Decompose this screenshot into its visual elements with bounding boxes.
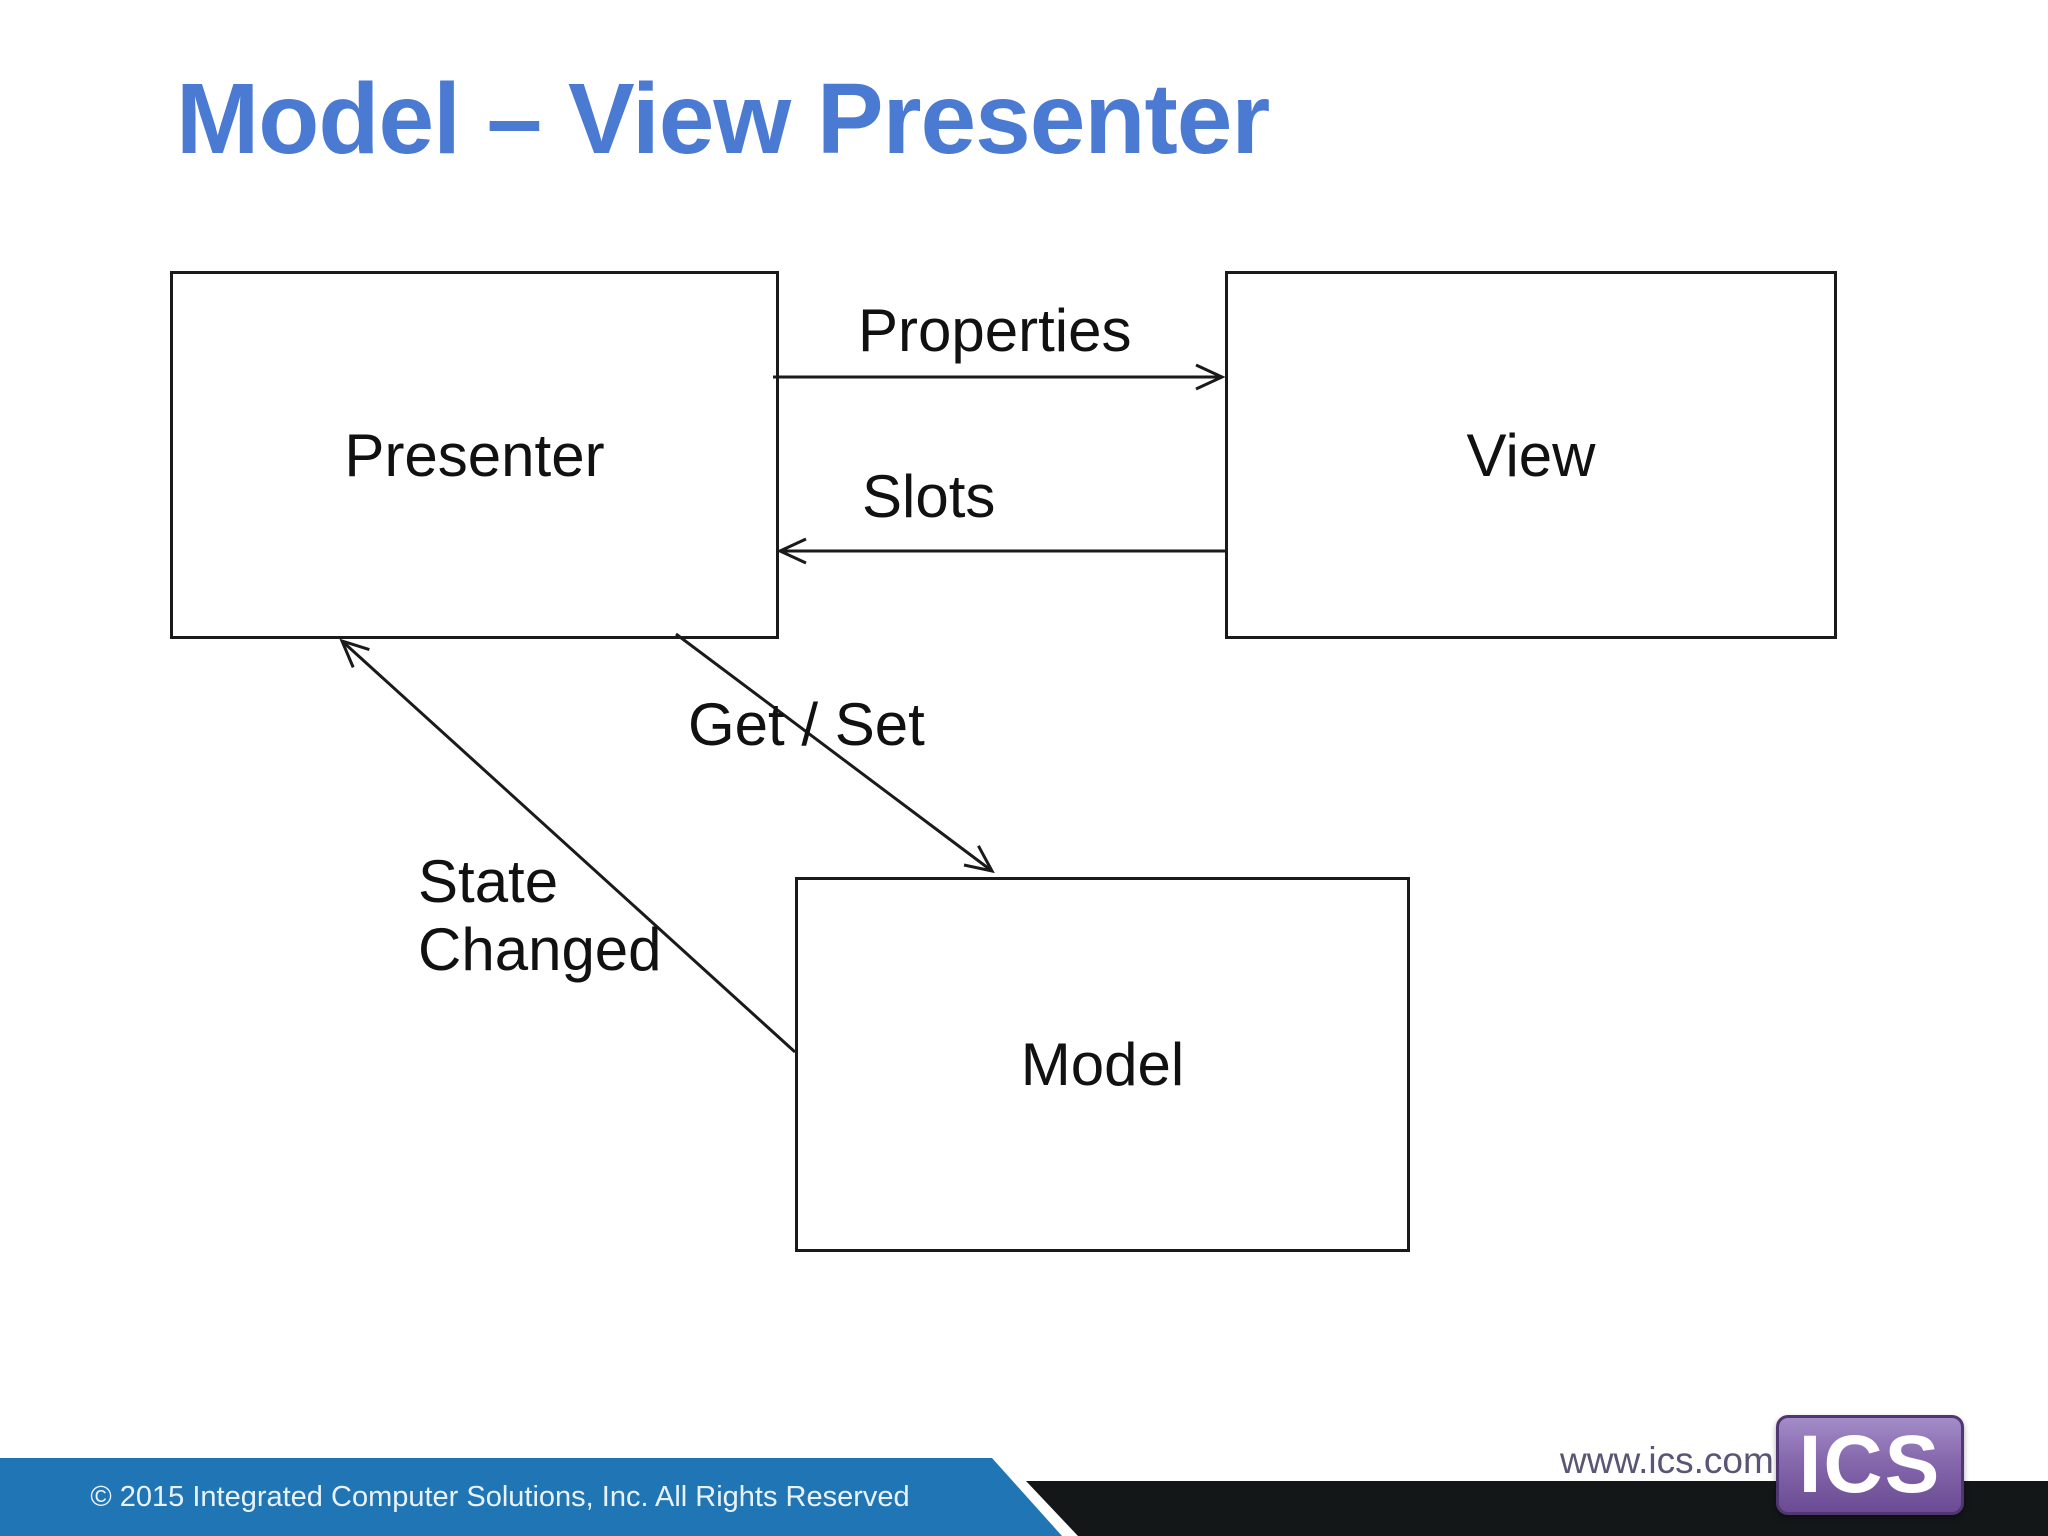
view-box: View [1225,271,1837,639]
state-changed-label: State Changed [418,848,662,983]
model-box-label: Model [1020,1031,1185,1098]
ics-logo-text: ICS [1798,1419,1942,1510]
view-box-label: View [1466,421,1596,489]
footer-copyright-bar: © 2015 Integrated Computer Solutions, In… [0,1458,1062,1536]
presenter-box-label: Presenter [344,421,605,489]
slide-title: Model – View Presenter [176,63,1270,175]
copyright-text: © 2015 Integrated Computer Solutions, In… [90,1480,910,1513]
get-set-label: Get / Set [688,691,925,758]
presenter-box: Presenter [170,271,779,639]
model-box: Model [795,877,1410,1252]
ics-logo: ICS [1776,1415,1964,1515]
slots-label: Slots [862,463,996,530]
properties-label: Properties [858,297,1132,364]
website-text: www.ics.com [1560,1440,1774,1481]
